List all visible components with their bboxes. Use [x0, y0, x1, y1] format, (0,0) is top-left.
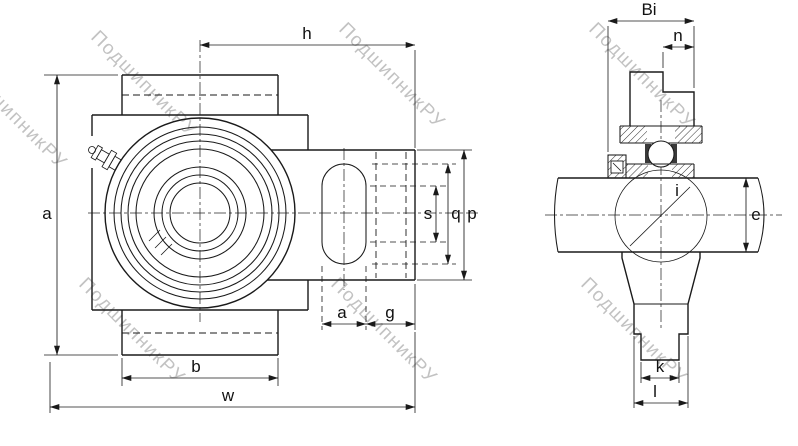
- front-dimensions: h a s q p a: [42, 24, 477, 413]
- front-view: h a s q p a: [42, 24, 480, 413]
- dim-label-w: w: [221, 386, 235, 405]
- watermark-text: ПодшипникРУ: [326, 274, 441, 389]
- dim-label-l: l: [653, 382, 657, 401]
- dim-label-h: h: [302, 24, 311, 43]
- side-housing-outline: [621, 71, 701, 361]
- shaft: [554, 177, 765, 253]
- dim-label-a-left: a: [42, 204, 52, 223]
- sphere-seat-circle: [614, 169, 708, 263]
- side-centerlines: [545, 100, 782, 330]
- i-leader-line: [629, 186, 691, 247]
- dim-label-q: q: [451, 204, 460, 223]
- side-view: Bi n i e k l: [545, 0, 782, 408]
- dim-label-n: n: [673, 26, 682, 45]
- dim-label-e: e: [751, 205, 760, 224]
- watermark-text: ПодшипникРУ: [334, 19, 449, 134]
- dim-label-s: s: [424, 204, 433, 223]
- dim-label-i: i: [675, 181, 679, 200]
- ball: [647, 140, 675, 168]
- grease-fitting: [88, 144, 122, 171]
- dim-label-a-bottom: a: [337, 303, 347, 322]
- watermark-text: ПодшипникРУ: [0, 59, 71, 174]
- watermark-text: ПодшипникРУ: [86, 27, 201, 142]
- bearing-section: [607, 125, 703, 179]
- dim-label-p: p: [467, 204, 476, 223]
- dim-label-k: k: [656, 357, 665, 376]
- dim-label-g: g: [385, 303, 394, 322]
- front-housing-outline: [91, 74, 416, 356]
- side-dimensions: Bi n i e k l: [607, 0, 761, 408]
- slide-slot: [321, 163, 367, 265]
- bearing-circles: [104, 117, 296, 309]
- dim-label-b: b: [191, 357, 200, 376]
- dim-label-bi: Bi: [641, 0, 656, 19]
